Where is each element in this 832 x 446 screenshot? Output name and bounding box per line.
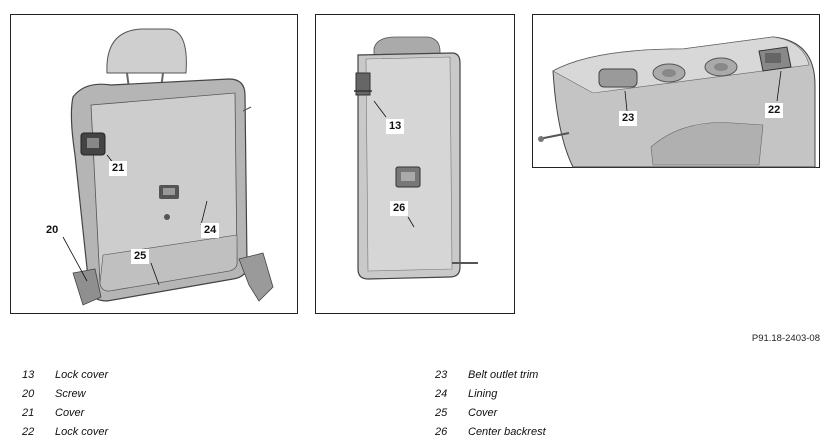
callout-20: 20 <box>43 223 62 238</box>
legend-number: 22 <box>22 426 35 438</box>
callout-25: 25 <box>131 249 150 264</box>
backrest-top-detail-drawing <box>538 36 816 168</box>
legend-number: 13 <box>22 369 35 381</box>
legend-number: 24 <box>435 388 448 400</box>
illustration-center-backrest: 13 26 <box>315 14 515 314</box>
legend-item: 24 Lining <box>435 385 546 404</box>
legend-label: Screw <box>55 388 86 400</box>
legend-item: 13 Lock cover <box>22 366 108 385</box>
center-backrest-drawing <box>354 36 478 280</box>
backrest-rear-drawing <box>62 28 274 306</box>
legend-item: 26 Center backrest <box>435 423 546 442</box>
legend-number: 23 <box>435 369 448 381</box>
legend-number: 20 <box>22 388 35 400</box>
legend-label: Lock cover <box>55 426 109 438</box>
callout-24: 24 <box>201 223 220 238</box>
legend-item: 23 Belt outlet trim <box>435 366 546 385</box>
legend-right-column: 23 Belt outlet trim 24 Lining 25 Cover 26 Ce… <box>435 366 546 442</box>
legend-item: 21 Cover <box>22 404 108 423</box>
callout-23: 23 <box>619 111 638 126</box>
legend-label: Cover <box>468 407 498 419</box>
legend-label: Lining <box>468 388 498 400</box>
legend-item: 20 Screw <box>22 385 108 404</box>
legend-number: 26 <box>435 426 448 438</box>
illustration-backrest-top-detail: 23 22 <box>532 14 820 168</box>
legend-item: 22 Lock cover <box>22 423 108 442</box>
figure-reference: P91.18-2403-08 <box>751 333 820 344</box>
legend-label: Cover <box>55 407 85 419</box>
callout-13: 13 <box>386 119 405 134</box>
legend-label: Center backrest <box>468 426 546 438</box>
callout-21: 21 <box>109 161 128 176</box>
legend-label: Belt outlet trim <box>468 369 539 381</box>
legend-number: 25 <box>435 407 448 419</box>
callout-26: 26 <box>390 201 409 216</box>
legend-label: Lock cover <box>55 369 109 381</box>
legend-number: 21 <box>22 407 35 419</box>
callout-22: 22 <box>765 103 784 118</box>
legend-item: 25 Cover <box>435 404 546 423</box>
illustration-backrest-rear: 21 24 25 20 <box>10 14 298 314</box>
